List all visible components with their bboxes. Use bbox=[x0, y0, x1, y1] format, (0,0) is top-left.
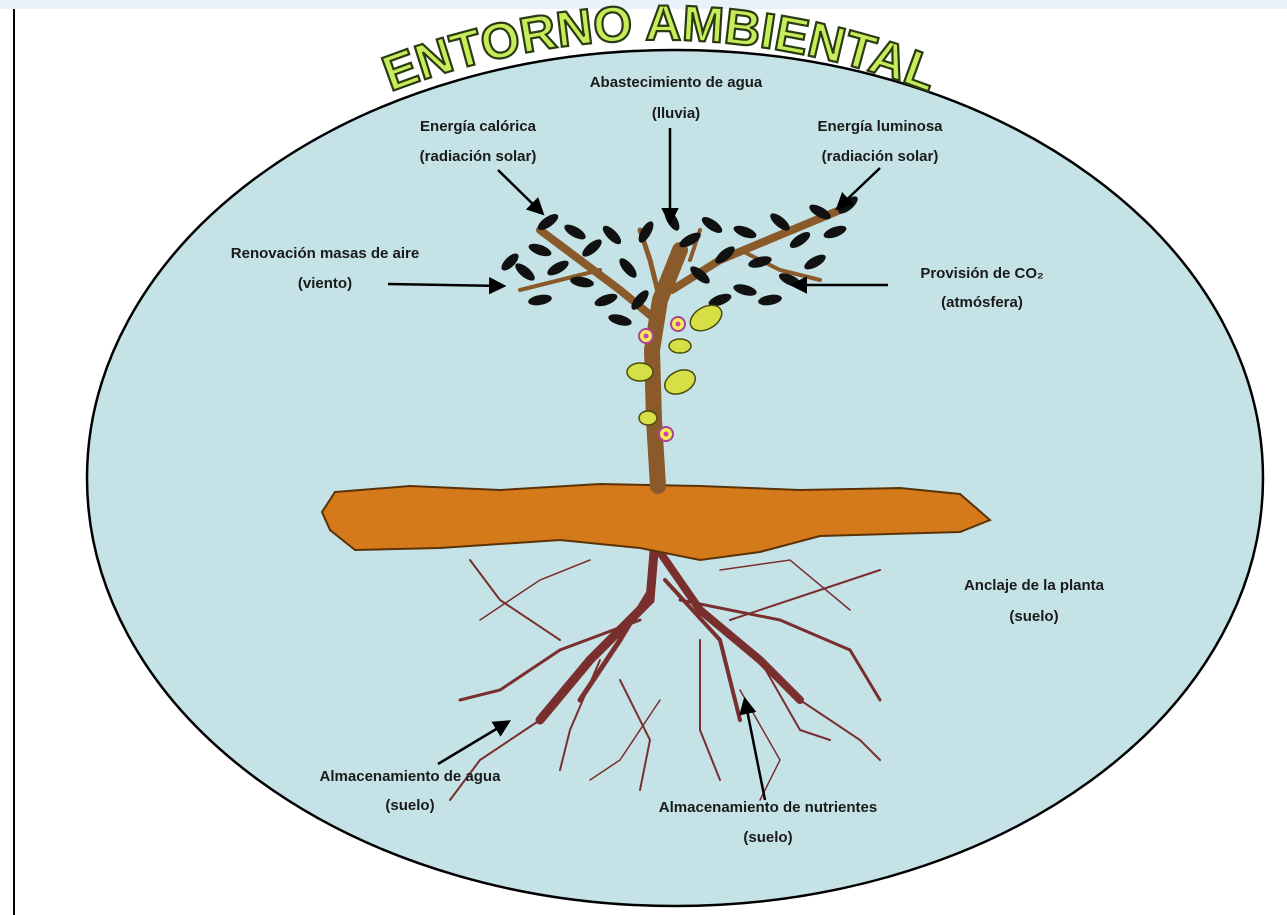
label-line2: (radiación solar) bbox=[822, 148, 939, 165]
label-line2: (suelo) bbox=[743, 829, 792, 846]
label-line2: (lluvia) bbox=[652, 105, 700, 122]
label-line1: Energía calórica bbox=[420, 118, 537, 135]
label-line1: Almacenamiento de agua bbox=[320, 768, 502, 785]
label-line1: Energía luminosa bbox=[817, 118, 943, 135]
label-line1: Anclaje de la planta bbox=[964, 577, 1105, 594]
environment-ellipse bbox=[87, 50, 1263, 906]
label-line1: Provisión de CO₂ bbox=[920, 265, 1043, 282]
label-line2: (suelo) bbox=[385, 797, 434, 814]
label-line2: (suelo) bbox=[1009, 608, 1058, 625]
label-line2: (viento) bbox=[298, 275, 352, 292]
label-line1: Renovación masas de aire bbox=[231, 245, 419, 262]
label-line2: (atmósfera) bbox=[941, 294, 1023, 311]
label-line1: Almacenamiento de nutrientes bbox=[659, 799, 877, 816]
label-line2: (radiación solar) bbox=[420, 148, 537, 165]
label-line1: Abastecimiento de agua bbox=[590, 74, 763, 91]
